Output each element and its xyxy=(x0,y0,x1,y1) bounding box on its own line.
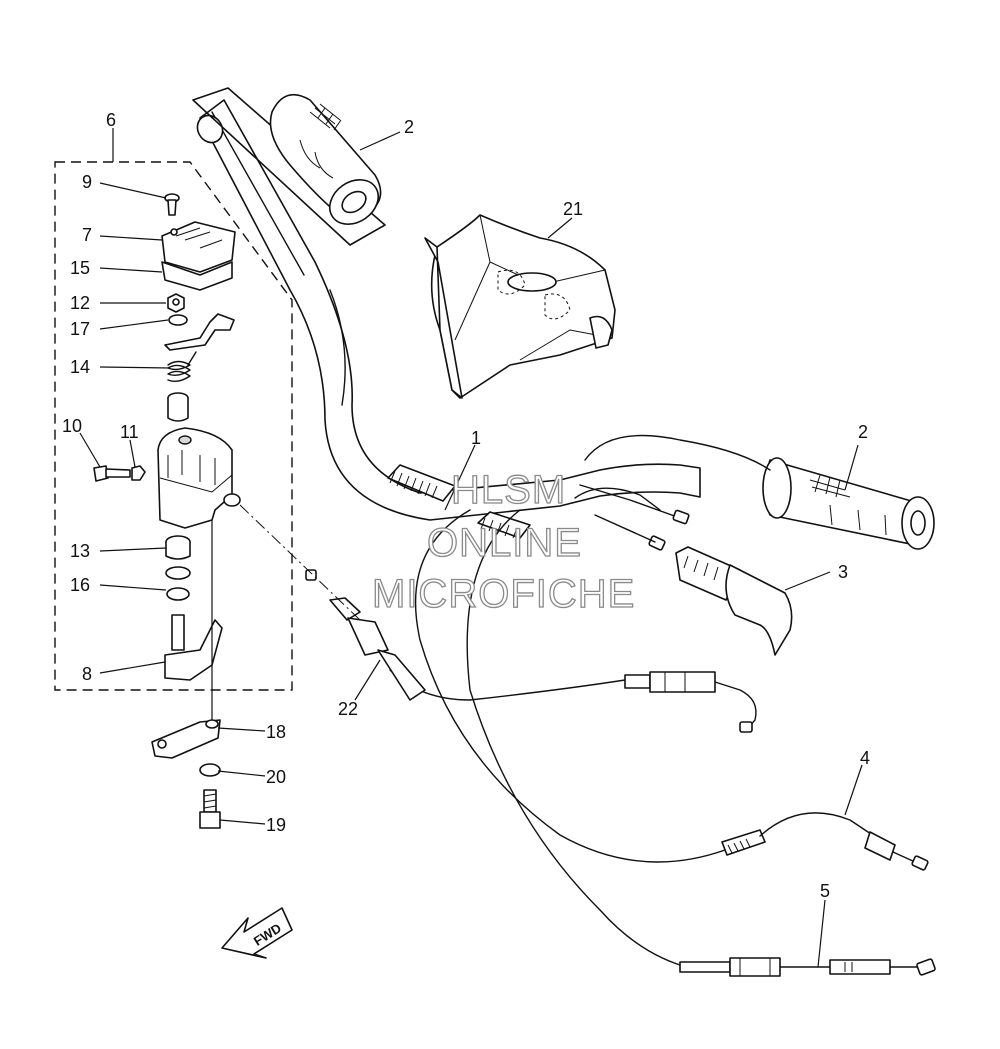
callout-4: 4 xyxy=(860,748,870,768)
part-12-nut xyxy=(167,293,185,313)
callout-9: 9 xyxy=(82,172,92,192)
part-15-gasket xyxy=(161,261,233,291)
callout-20: 20 xyxy=(266,767,286,787)
part-17-lever xyxy=(164,313,235,351)
callout-17: 17 xyxy=(70,319,90,339)
callout-numbers: 2 21 1 2 3 4 5 6 9 7 15 12 17 14 10 11 1… xyxy=(62,110,870,901)
part-11-nut xyxy=(131,465,146,481)
cable-5 xyxy=(466,509,936,977)
callout-7: 7 xyxy=(82,225,92,245)
part-20-washer xyxy=(199,763,221,777)
callout-8: 8 xyxy=(82,664,92,684)
callout-2-right: 2 xyxy=(858,422,868,442)
callout-16: 16 xyxy=(70,575,90,595)
handlebar xyxy=(192,87,701,539)
callout-21: 21 xyxy=(563,199,583,219)
callout-1: 1 xyxy=(471,428,481,448)
cable-22 xyxy=(239,504,757,733)
forward-arrow-icon: FWD xyxy=(221,907,293,959)
handlebar-cover xyxy=(424,214,616,399)
watermark-line-3: MICROFICHE xyxy=(372,572,635,616)
callout-13: 13 xyxy=(70,541,90,561)
callout-6: 6 xyxy=(106,110,116,130)
part-14-spring xyxy=(167,351,197,383)
left-grip xyxy=(269,93,382,225)
watermark-line-1: HLSM xyxy=(451,468,566,512)
part-16-washer xyxy=(165,566,191,601)
lever-boot xyxy=(675,546,793,656)
callout-3: 3 xyxy=(838,562,848,582)
assembly-box xyxy=(54,161,293,691)
cable-loop xyxy=(574,434,771,551)
leader-lines xyxy=(79,128,863,968)
part-10-bolt xyxy=(93,465,131,482)
cable-4 xyxy=(414,509,929,871)
callout-15: 15 xyxy=(70,258,90,278)
part-7-cover xyxy=(161,221,236,273)
callout-18: 18 xyxy=(266,722,286,742)
watermark-line-2: ONLINE xyxy=(427,521,582,565)
callout-2-left: 2 xyxy=(404,117,414,137)
part-8-lever xyxy=(164,614,223,681)
part-19-bolt xyxy=(199,789,221,829)
callout-22: 22 xyxy=(338,699,358,719)
callout-11: 11 xyxy=(120,422,139,442)
part-13-collar xyxy=(165,535,191,560)
callout-10: 10 xyxy=(62,416,82,436)
right-grip xyxy=(762,457,935,550)
callout-19: 19 xyxy=(266,815,286,835)
callout-14: 14 xyxy=(70,357,90,377)
part-9-screw xyxy=(164,193,180,216)
switch-housing xyxy=(157,427,241,529)
callout-12: 12 xyxy=(70,293,90,313)
bushing xyxy=(167,392,189,422)
callout-5: 5 xyxy=(820,881,830,901)
watermark: HLSM ONLINE MICROFICHE xyxy=(371,467,635,616)
part-18-clamp xyxy=(151,719,221,759)
